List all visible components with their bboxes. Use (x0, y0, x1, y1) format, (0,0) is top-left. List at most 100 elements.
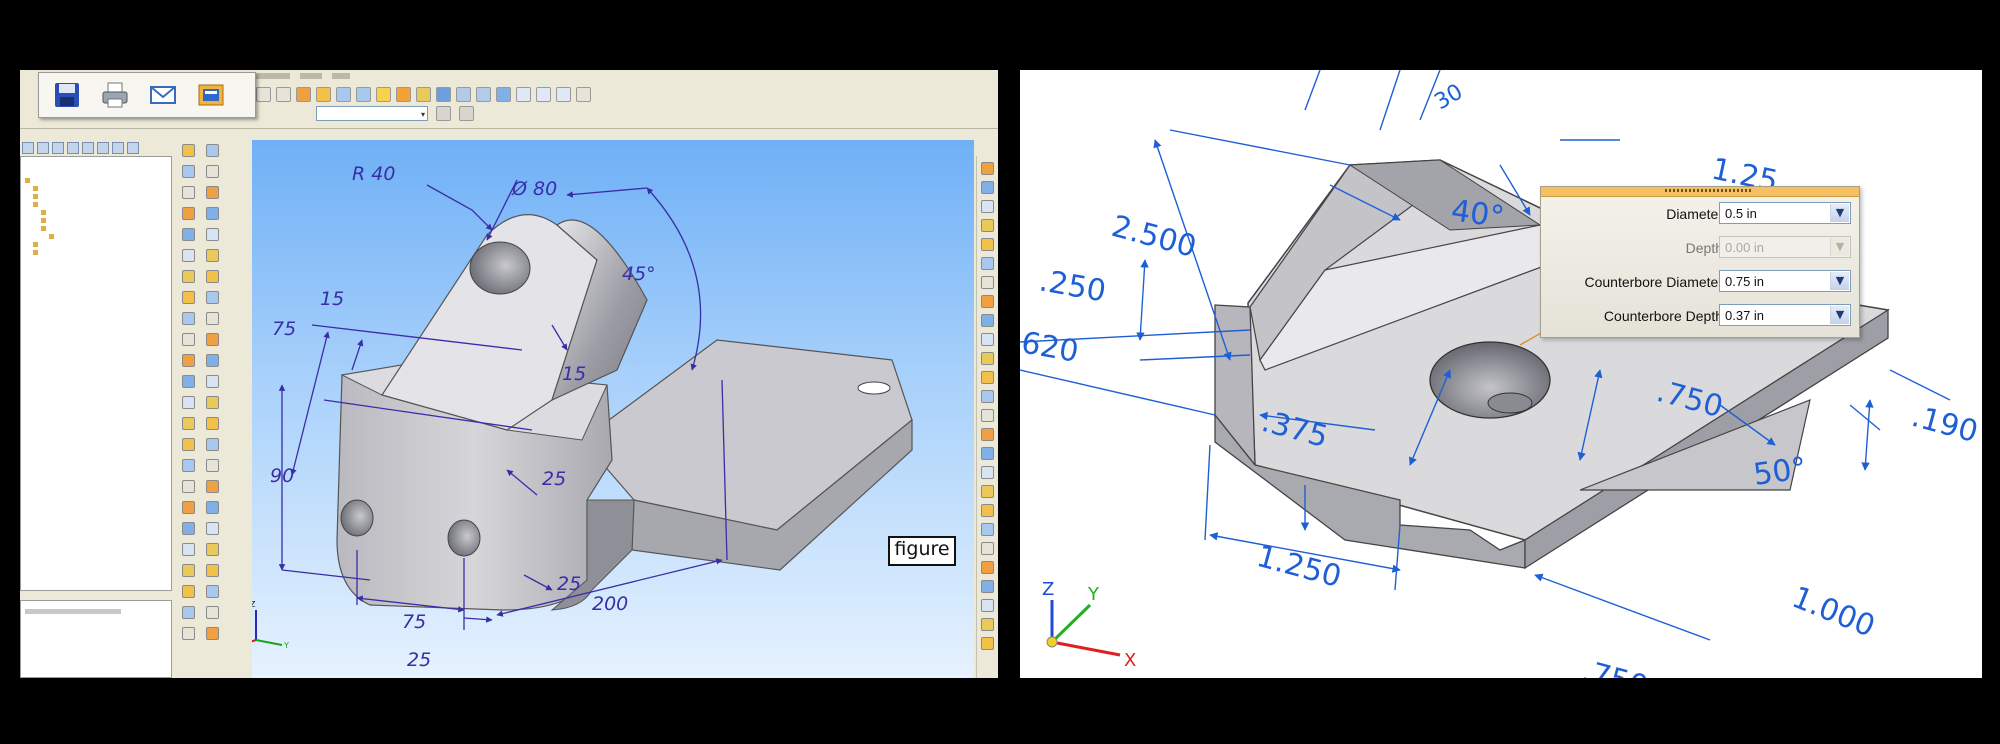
part-front-face[interactable] (1214, 413, 1526, 569)
print-icon[interactable] (101, 81, 129, 109)
command-button[interactable] (981, 333, 994, 346)
command-button[interactable] (206, 291, 219, 304)
command-button[interactable] (981, 523, 994, 536)
menu-item[interactable] (300, 73, 322, 79)
command-button[interactable] (182, 375, 195, 388)
filter-dropdown[interactable] (316, 106, 428, 122)
command-button[interactable] (182, 459, 195, 472)
command-button[interactable] (182, 627, 195, 640)
command-button[interactable] (182, 354, 195, 367)
command-button[interactable] (182, 228, 195, 241)
tree-tool-button[interactable] (112, 142, 124, 154)
tree-node[interactable]: node (21, 201, 171, 209)
command-button[interactable] (206, 501, 219, 514)
menu-item[interactable] (256, 73, 290, 79)
menu-item[interactable] (332, 73, 350, 79)
command-button[interactable] (981, 409, 994, 422)
tree-node[interactable]: node (21, 241, 171, 249)
command-button[interactable] (206, 564, 219, 577)
command-button[interactable] (981, 637, 994, 650)
base-hole-left[interactable] (340, 499, 374, 537)
command-button[interactable] (206, 270, 219, 283)
command-button[interactable] (206, 207, 219, 220)
command-button[interactable] (182, 543, 195, 556)
command-button[interactable] (182, 606, 195, 619)
command-button[interactable] (981, 561, 994, 574)
help-button[interactable] (576, 86, 591, 102)
toolbar-button[interactable] (296, 86, 311, 102)
toolbar-button[interactable] (356, 86, 371, 102)
command-button[interactable] (182, 396, 195, 409)
command-button[interactable] (981, 276, 994, 289)
counterbore-depth-dropdown[interactable]: 0.37 in ▼ (1719, 304, 1851, 326)
command-button[interactable] (206, 543, 219, 556)
tree-node[interactable]: node (21, 249, 171, 257)
command-button[interactable] (206, 417, 219, 430)
chevron-down-icon[interactable]: ▼ (1830, 272, 1849, 290)
save-icon[interactable] (53, 81, 81, 109)
command-button[interactable] (981, 295, 994, 308)
toolbar-button[interactable] (456, 86, 471, 102)
command-button[interactable] (981, 314, 994, 327)
command-button[interactable] (182, 501, 195, 514)
tree-node[interactable]: node (21, 217, 171, 225)
right-model-drawing[interactable]: 2.500 .250 620 40° 1.25 .375 .750 .190 5… (1020, 70, 1982, 678)
command-button[interactable] (981, 485, 994, 498)
command-button[interactable] (182, 249, 195, 262)
command-button[interactable] (206, 522, 219, 535)
command-button[interactable] (182, 207, 195, 220)
toolbar-button[interactable] (436, 86, 451, 102)
toolbar-button[interactable] (376, 86, 391, 102)
toolbar-button[interactable] (316, 86, 331, 102)
command-button[interactable] (206, 627, 219, 640)
toolbar-button[interactable] (256, 86, 271, 102)
toolbar-button[interactable] (396, 86, 411, 102)
command-button[interactable] (182, 522, 195, 535)
command-button[interactable] (206, 144, 219, 157)
command-button[interactable] (206, 333, 219, 346)
command-button[interactable] (206, 228, 219, 241)
command-button[interactable] (981, 219, 994, 232)
command-button[interactable] (182, 144, 195, 157)
through-hole[interactable] (1487, 392, 1533, 414)
command-button[interactable] (182, 186, 195, 199)
tree-node[interactable]: node (21, 193, 171, 201)
tree-node[interactable]: node (21, 185, 171, 193)
command-button[interactable] (206, 375, 219, 388)
command-button[interactable] (981, 181, 994, 194)
chevron-down-icon[interactable]: ▼ (1830, 204, 1849, 222)
command-button[interactable] (981, 257, 994, 270)
toolbar-button[interactable] (336, 86, 351, 102)
command-button[interactable] (981, 504, 994, 517)
command-button[interactable] (182, 585, 195, 598)
command-button[interactable] (206, 585, 219, 598)
toolbar-button[interactable] (436, 106, 451, 121)
command-button[interactable] (206, 396, 219, 409)
command-button[interactable] (206, 606, 219, 619)
left-model-drawing[interactable]: R 40 Ø 80 45° 15 75 15 90 25 75 25 25 20… (252, 140, 974, 678)
tree-tool-button[interactable] (22, 142, 34, 154)
dialog-drag-handle[interactable] (1541, 187, 1859, 197)
email-icon[interactable] (149, 81, 177, 109)
tree-tool-button[interactable] (82, 142, 94, 154)
command-button[interactable] (981, 390, 994, 403)
print-preview-icon[interactable] (197, 81, 225, 109)
toolbar-button[interactable] (536, 86, 551, 102)
command-button[interactable] (206, 186, 219, 199)
command-button[interactable] (206, 459, 219, 472)
wedge-face[interactable] (1579, 399, 1811, 491)
toolbar-button[interactable] (496, 86, 511, 102)
tree-tool-button[interactable] (37, 142, 49, 154)
boss-cylinder[interactable] (551, 219, 648, 402)
command-button[interactable] (182, 480, 195, 493)
toolbar-button[interactable] (516, 86, 531, 102)
tree-tool-button[interactable] (97, 142, 109, 154)
tree-tool-button[interactable] (52, 142, 64, 154)
tree-node[interactable]: node (21, 233, 171, 241)
command-button[interactable] (182, 291, 195, 304)
tree-tool-button[interactable] (127, 142, 139, 154)
command-button[interactable] (981, 466, 994, 479)
command-button[interactable] (182, 270, 195, 283)
counterbore-diameter-dropdown[interactable]: 0.75 in ▼ (1719, 270, 1851, 292)
boss-bore[interactable] (469, 241, 531, 295)
